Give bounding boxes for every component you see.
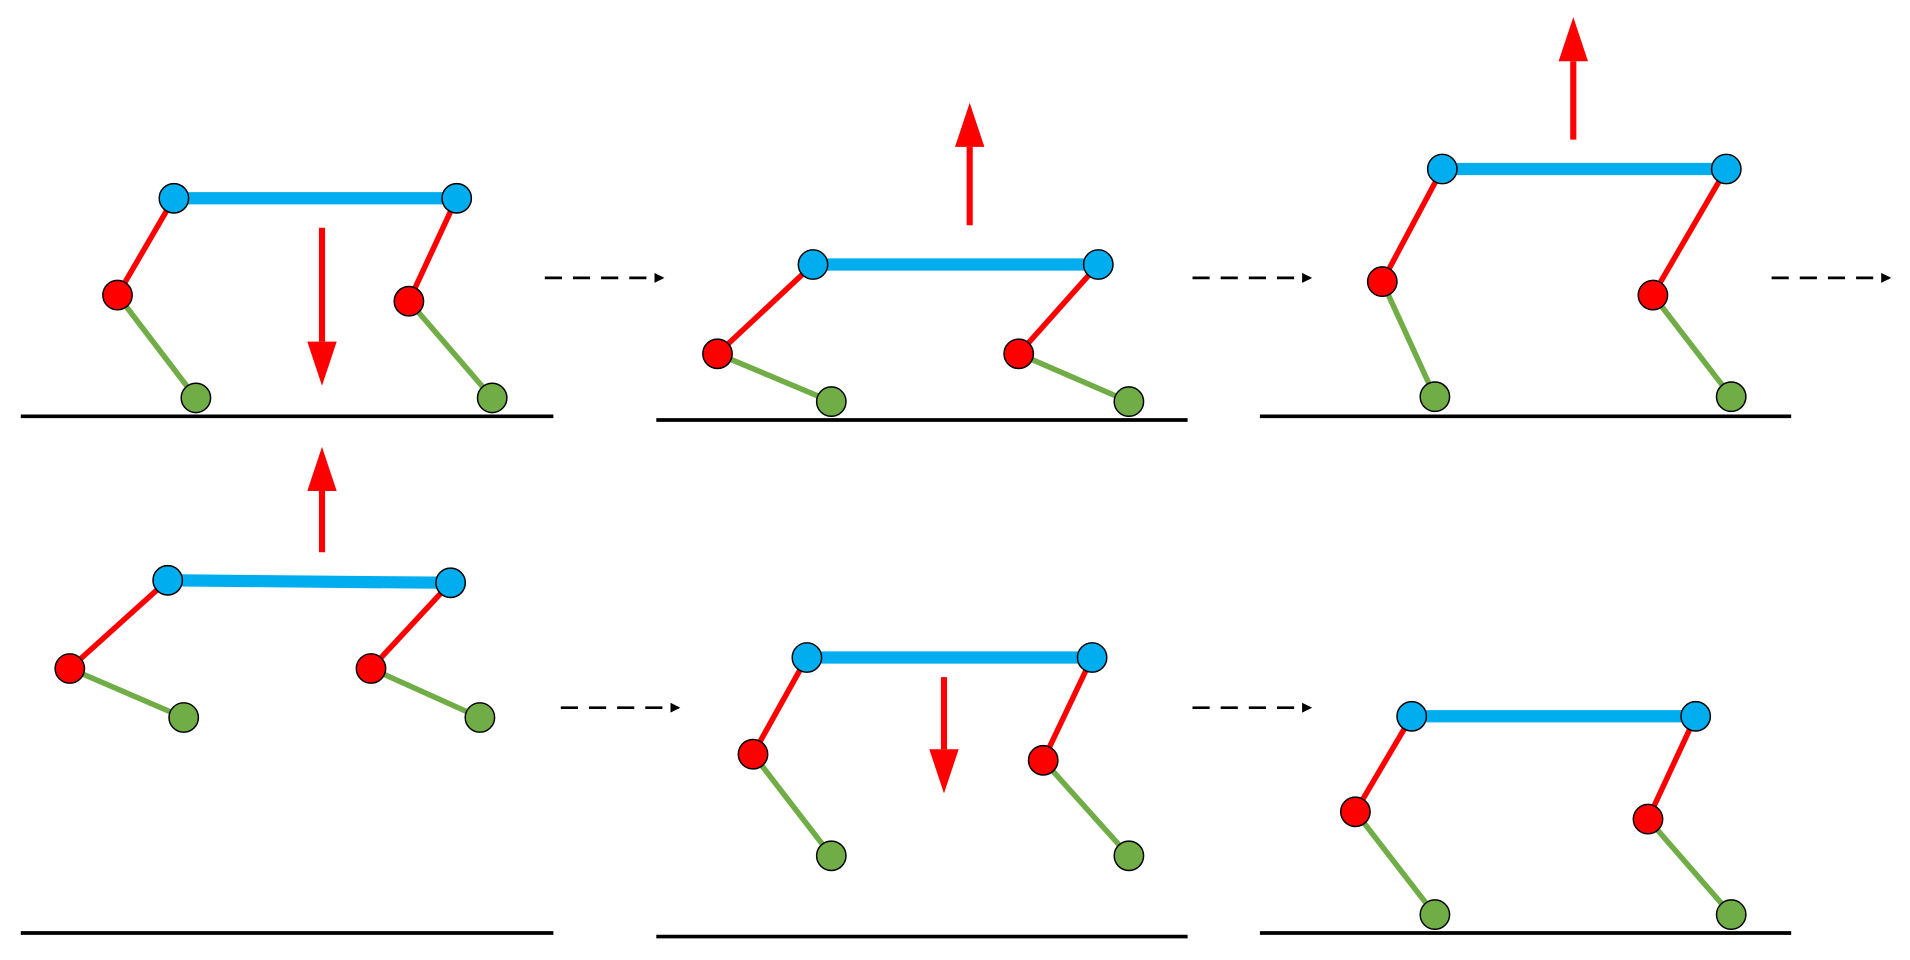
rear-foot <box>815 386 847 418</box>
front-hip-joint <box>1710 153 1742 185</box>
robot-layer <box>54 153 1747 931</box>
robot-landing <box>1339 700 1747 931</box>
front-knee-joint <box>393 285 425 317</box>
front-hip-joint <box>441 182 473 214</box>
robot-flight <box>54 564 496 733</box>
ground-layer <box>20 414 1792 939</box>
front-shank <box>1650 293 1734 399</box>
force-arrow-up-push-off <box>955 102 985 226</box>
force-arrow-head <box>929 749 959 794</box>
rear-knee-joint <box>102 279 133 311</box>
front-knee-joint <box>1003 338 1035 370</box>
front-knee-joint <box>1637 279 1669 311</box>
rear-shank <box>1379 280 1438 398</box>
rear-hip-joint <box>797 249 829 280</box>
rear-foot <box>180 382 212 414</box>
rear-knee-joint <box>1339 796 1371 828</box>
rear-foot <box>1419 381 1451 413</box>
front-foot <box>1113 386 1145 418</box>
front-hip-joint <box>1680 700 1712 732</box>
rear-hip-joint <box>152 564 184 596</box>
robot-body <box>167 574 451 589</box>
front-shank <box>369 665 482 721</box>
rear-shank <box>750 752 834 858</box>
rear-knee-joint <box>54 653 86 684</box>
front-foot <box>1715 899 1747 931</box>
force-arrow-head <box>1558 17 1588 62</box>
front-thigh <box>406 197 460 303</box>
front-foot <box>464 702 496 733</box>
rear-foot <box>1419 899 1451 931</box>
force-arrow-layer <box>307 17 1588 794</box>
front-thigh <box>1016 262 1101 356</box>
rear-knee-joint <box>737 738 769 770</box>
force-arrow-head <box>307 341 337 386</box>
force-arrow-head <box>955 102 985 147</box>
front-knee-joint <box>1632 803 1664 835</box>
force-arrow-head <box>307 446 337 491</box>
rear-thigh <box>67 578 170 671</box>
rear-hip-joint <box>791 642 823 673</box>
robot-crouch <box>102 182 508 414</box>
rear-foot <box>815 840 847 872</box>
rear-thigh <box>1353 714 1415 814</box>
rear-knee-joint <box>1366 266 1398 298</box>
front-foot <box>1113 840 1145 872</box>
sequence-arrow-layer <box>544 272 1892 713</box>
front-foot <box>476 382 508 414</box>
force-arrow-down-crouch <box>307 227 337 386</box>
front-hip-joint <box>1082 249 1114 280</box>
rear-thigh <box>750 656 810 756</box>
rear-hip-joint <box>1396 700 1428 732</box>
rear-thigh <box>715 262 815 356</box>
rear-shank <box>115 293 199 400</box>
front-hip-joint <box>1076 642 1108 673</box>
robot-extension <box>1366 153 1747 413</box>
rear-hip-joint <box>158 182 190 214</box>
front-thigh <box>1040 656 1095 762</box>
rear-thigh <box>1379 167 1445 283</box>
force-arrow-up-extension <box>1558 17 1588 140</box>
robot-push-off <box>702 249 1145 418</box>
rear-knee-joint <box>702 338 733 370</box>
front-shank <box>1041 758 1131 858</box>
rear-thigh <box>115 196 177 297</box>
front-thigh <box>1645 715 1699 821</box>
front-foot <box>1715 381 1747 413</box>
front-shank <box>1645 817 1734 917</box>
rear-shank <box>716 351 833 405</box>
front-hip-joint <box>435 567 467 599</box>
force-arrow-down-descent <box>929 677 959 794</box>
force-arrow-up-flight <box>307 446 337 553</box>
front-knee-joint <box>355 653 387 684</box>
front-knee-joint <box>1027 744 1059 776</box>
front-thigh <box>368 580 453 671</box>
rear-foot <box>168 702 200 733</box>
front-shank <box>406 299 495 400</box>
rear-shank <box>68 665 185 721</box>
rear-hip-joint <box>1426 153 1458 185</box>
front-shank <box>1017 351 1130 405</box>
front-thigh <box>1650 167 1729 297</box>
rear-shank <box>1353 810 1438 917</box>
robot-descent <box>737 642 1145 872</box>
